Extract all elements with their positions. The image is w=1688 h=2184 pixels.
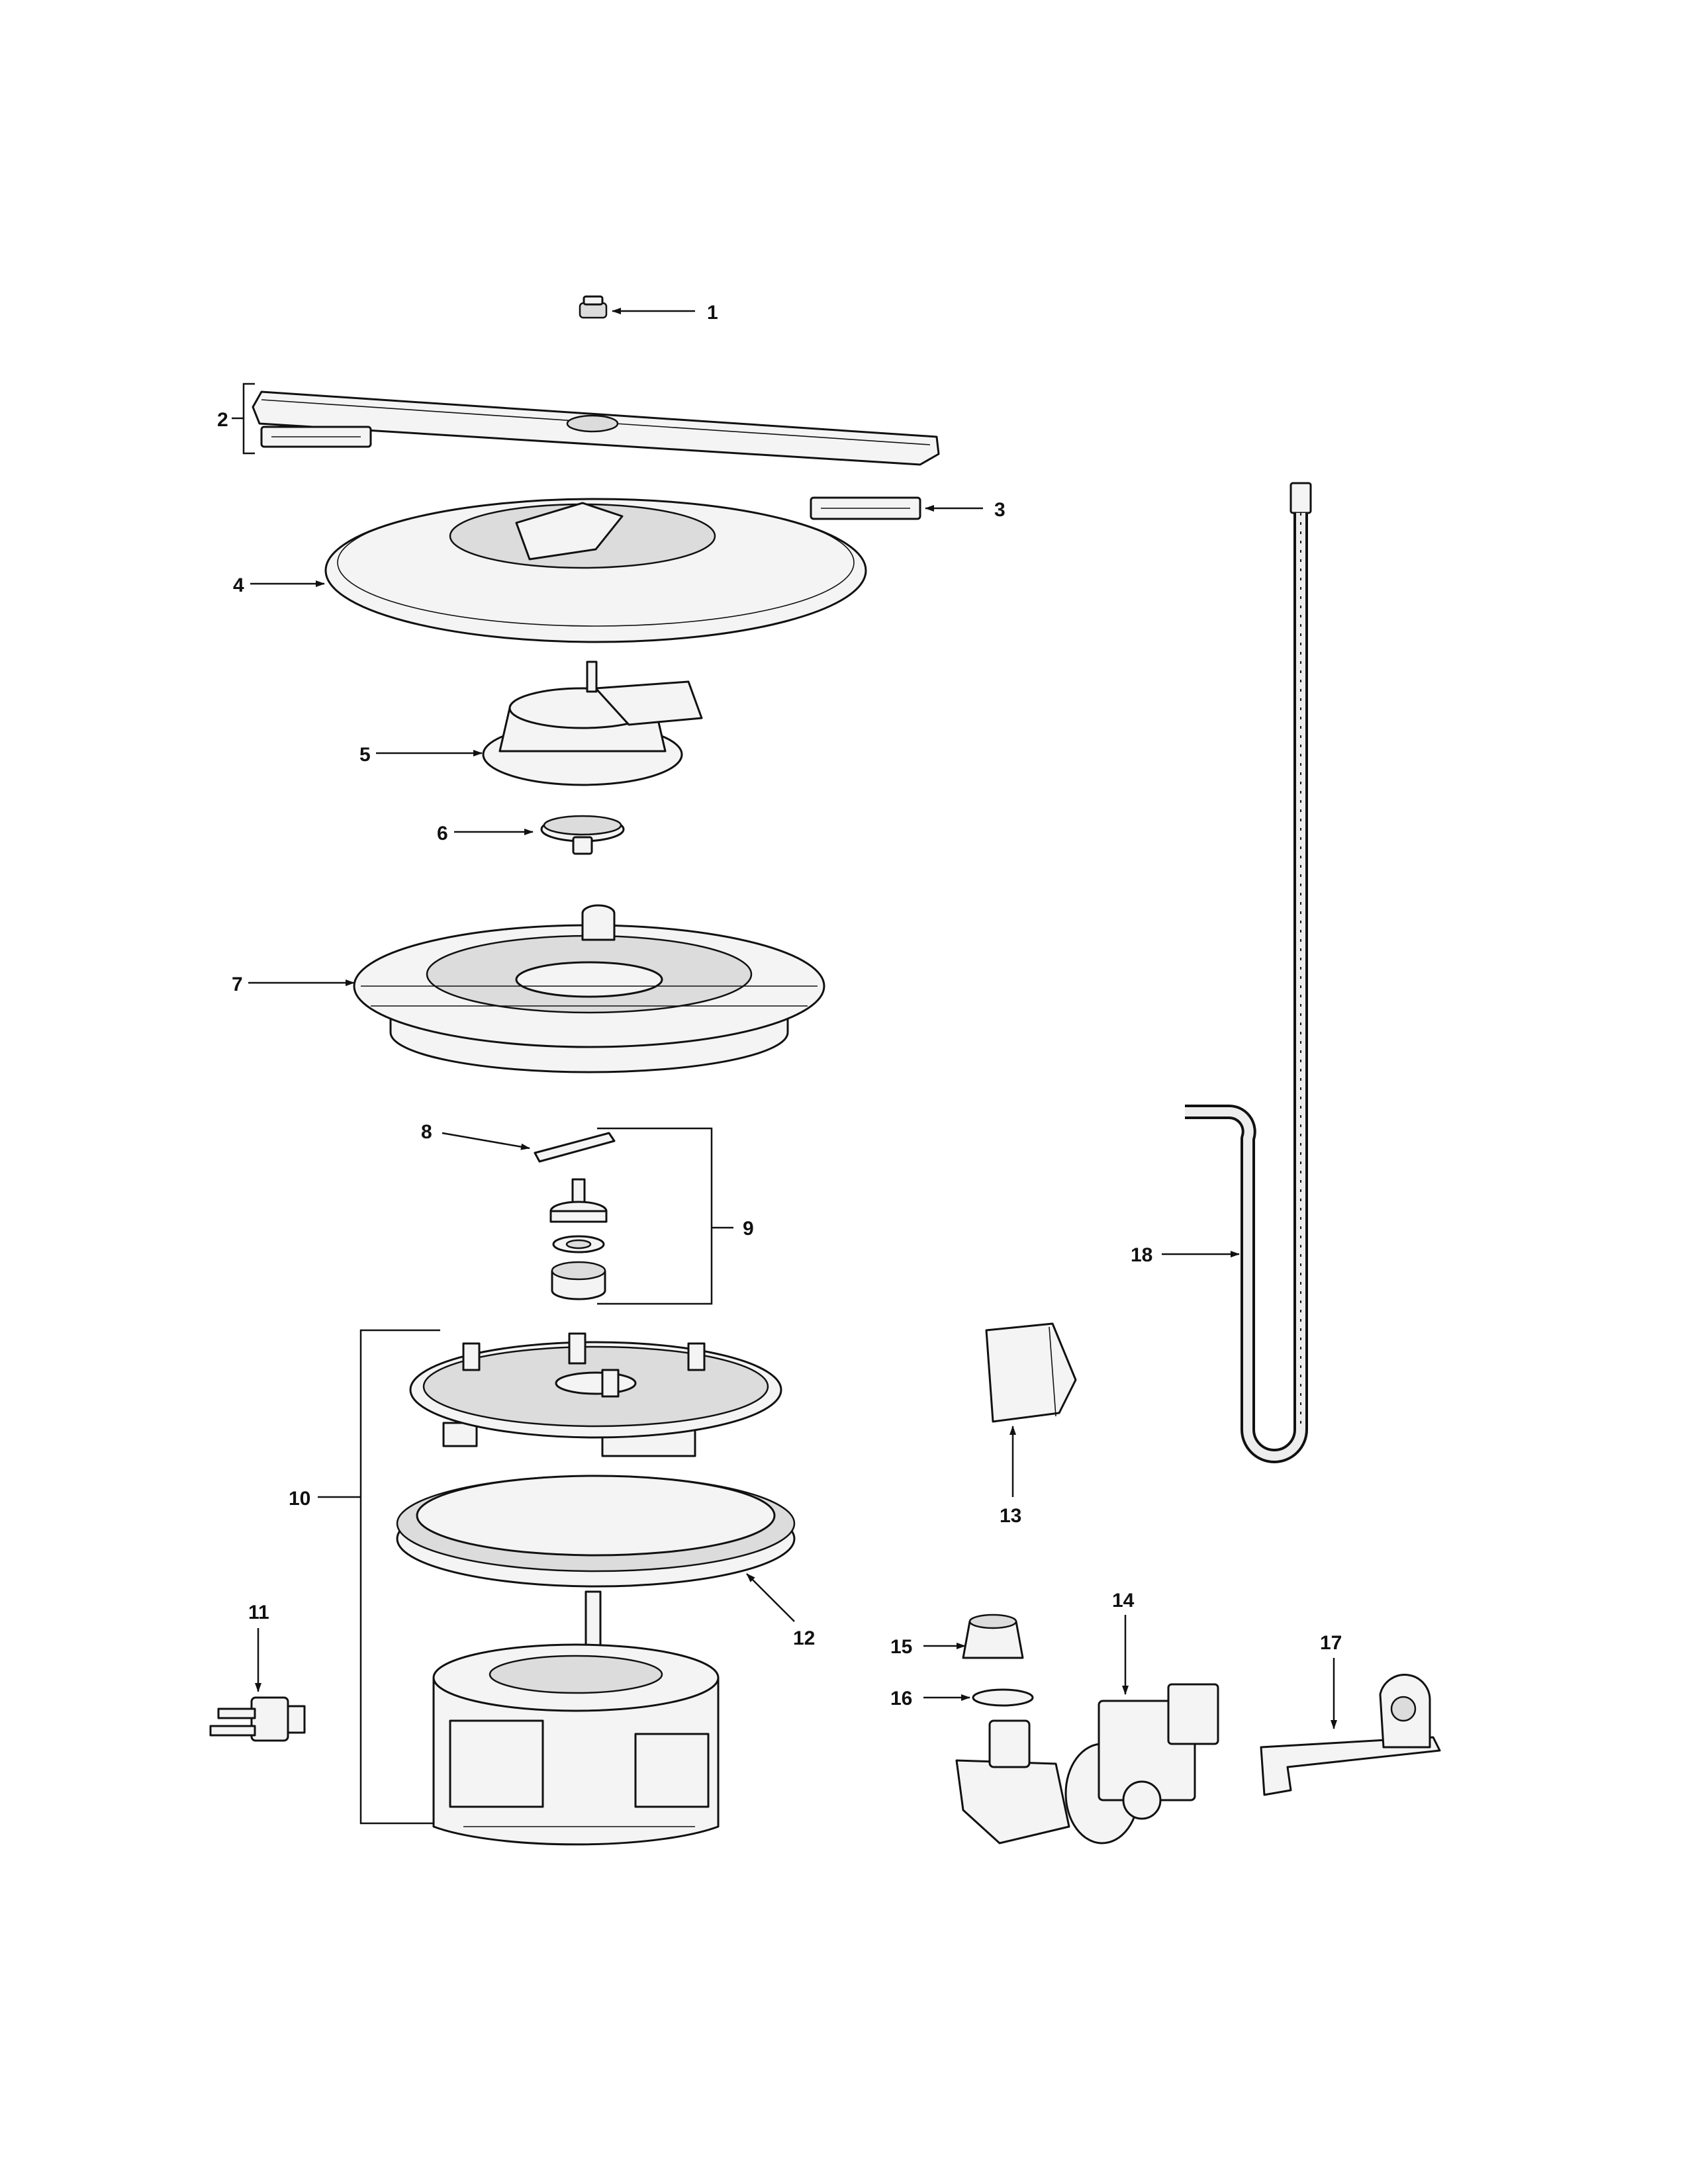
part-1-nut: [579, 295, 608, 319]
callout-2: 2: [217, 409, 228, 431]
part-7-pump-base: [353, 904, 825, 1073]
bracket-2: [242, 383, 255, 455]
part-13-bracket: [985, 1322, 1077, 1423]
callout-12: 12: [793, 1627, 815, 1649]
callout-18: 18: [1131, 1244, 1152, 1266]
callout-6: 6: [437, 823, 448, 844]
part-4-filter-cover: [324, 498, 867, 643]
part-16-o-ring: [972, 1688, 1034, 1707]
callout-14: 14: [1112, 1590, 1135, 1612]
part-18-hose: [1185, 482, 1312, 1463]
part-10-pump-motor: [432, 1590, 720, 1846]
callout-1: 1: [707, 302, 718, 324]
callout-9: 9: [743, 1218, 754, 1240]
part-17-hinge-bracket: [1260, 1674, 1441, 1796]
callout-17: 17: [1320, 1632, 1342, 1654]
callout-7: 7: [232, 974, 243, 995]
callout-3: 3: [994, 499, 1006, 521]
part-12-filter: [396, 1475, 796, 1588]
callout-15: 15: [890, 1636, 912, 1658]
leader-12: [746, 1573, 795, 1622]
callout-16: 16: [890, 1688, 912, 1709]
callout-10: 10: [289, 1488, 310, 1510]
callout-5: 5: [359, 744, 371, 766]
bracket-10: [359, 1329, 440, 1825]
part-14-valve: [955, 1683, 1219, 1844]
part-9-seal-kit: [549, 1178, 608, 1300]
part-11-connector: [209, 1696, 306, 1742]
part-10-cover-plate: [409, 1332, 782, 1457]
callout-4: 4: [233, 574, 244, 596]
bracket-9: [597, 1127, 713, 1305]
callout-11: 11: [248, 1602, 269, 1623]
callout-8: 8: [421, 1121, 432, 1143]
callout-13: 13: [1000, 1505, 1021, 1527]
leader-8: [442, 1132, 530, 1150]
part-5-pump-housing: [482, 660, 703, 786]
part-6-impeller: [540, 815, 625, 855]
part-15-nut: [962, 1614, 1024, 1659]
part-2-spray-arm: [252, 390, 940, 466]
part-8-clip: [534, 1132, 616, 1163]
part-3-clip: [810, 496, 921, 520]
